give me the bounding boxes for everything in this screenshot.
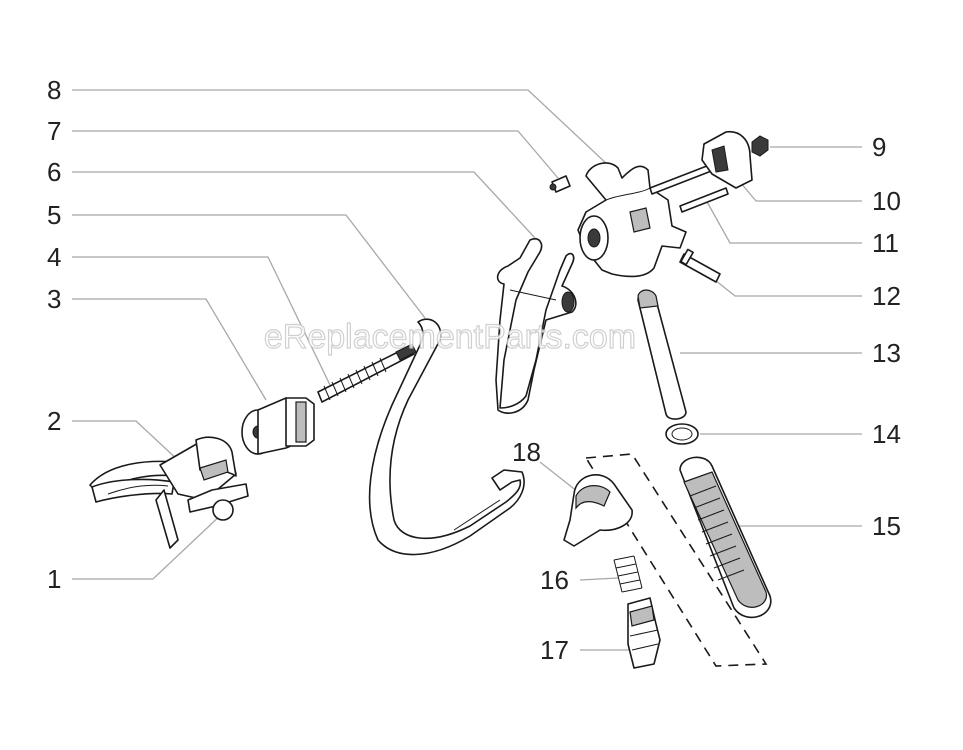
callout-1: 1: [47, 564, 61, 594]
callout-17: 17: [540, 635, 569, 665]
leader-11: [705, 199, 862, 244]
leader-lines: [72, 89, 862, 651]
trigger-part: [495, 238, 577, 414]
callout-9: 9: [872, 132, 886, 162]
leader-8: [72, 89, 609, 166]
small-screw-part: [549, 175, 571, 193]
callout-7: 7: [47, 116, 61, 146]
filter-cap-part: [563, 474, 633, 547]
leader-6: [72, 171, 536, 239]
callout-numbers: 8 7 6 5 4 3 2 1 9 10 11 12 13 14 15 16 1…: [47, 75, 901, 665]
o-ring-part: [665, 423, 699, 445]
callout-6: 6: [47, 157, 61, 187]
callout-16: 16: [540, 565, 569, 595]
callout-5: 5: [47, 200, 61, 230]
callout-11: 11: [872, 228, 899, 258]
watermark-text: eReplacementParts.com: [264, 318, 636, 356]
callout-2: 2: [47, 406, 61, 436]
leader-3: [72, 298, 267, 401]
leader-12: [704, 271, 862, 297]
leader-1: [72, 511, 225, 580]
callout-10: 10: [872, 186, 901, 216]
leader-16: [579, 577, 619, 581]
leader-2: [72, 420, 181, 463]
leader-10: [739, 181, 862, 202]
small-spring-part: [613, 555, 643, 593]
swivel-fitting-part: [627, 597, 661, 669]
handle-part: [584, 453, 772, 667]
callout-4: 4: [47, 242, 61, 272]
callout-18: 18: [512, 437, 541, 467]
hinge-block-part: [701, 131, 753, 189]
trigger-guard-part: [368, 318, 525, 556]
leader-7: [72, 130, 559, 179]
fluid-tube-part: [637, 289, 687, 420]
leader-5: [72, 214, 426, 319]
leader-18: [539, 461, 579, 493]
tip-housing-part: [241, 397, 315, 455]
callout-8: 8: [47, 75, 61, 105]
callout-14: 14: [872, 419, 901, 449]
callout-3: 3: [47, 284, 61, 314]
tip-guard-assembly: [89, 436, 249, 549]
nut-part: [751, 135, 769, 157]
callout-15: 15: [872, 511, 901, 541]
callout-13: 13: [872, 338, 901, 368]
bolt-part: [679, 248, 721, 283]
gun-body-part: [577, 162, 687, 278]
leader-4: [72, 256, 331, 386]
callout-12: 12: [872, 281, 901, 311]
